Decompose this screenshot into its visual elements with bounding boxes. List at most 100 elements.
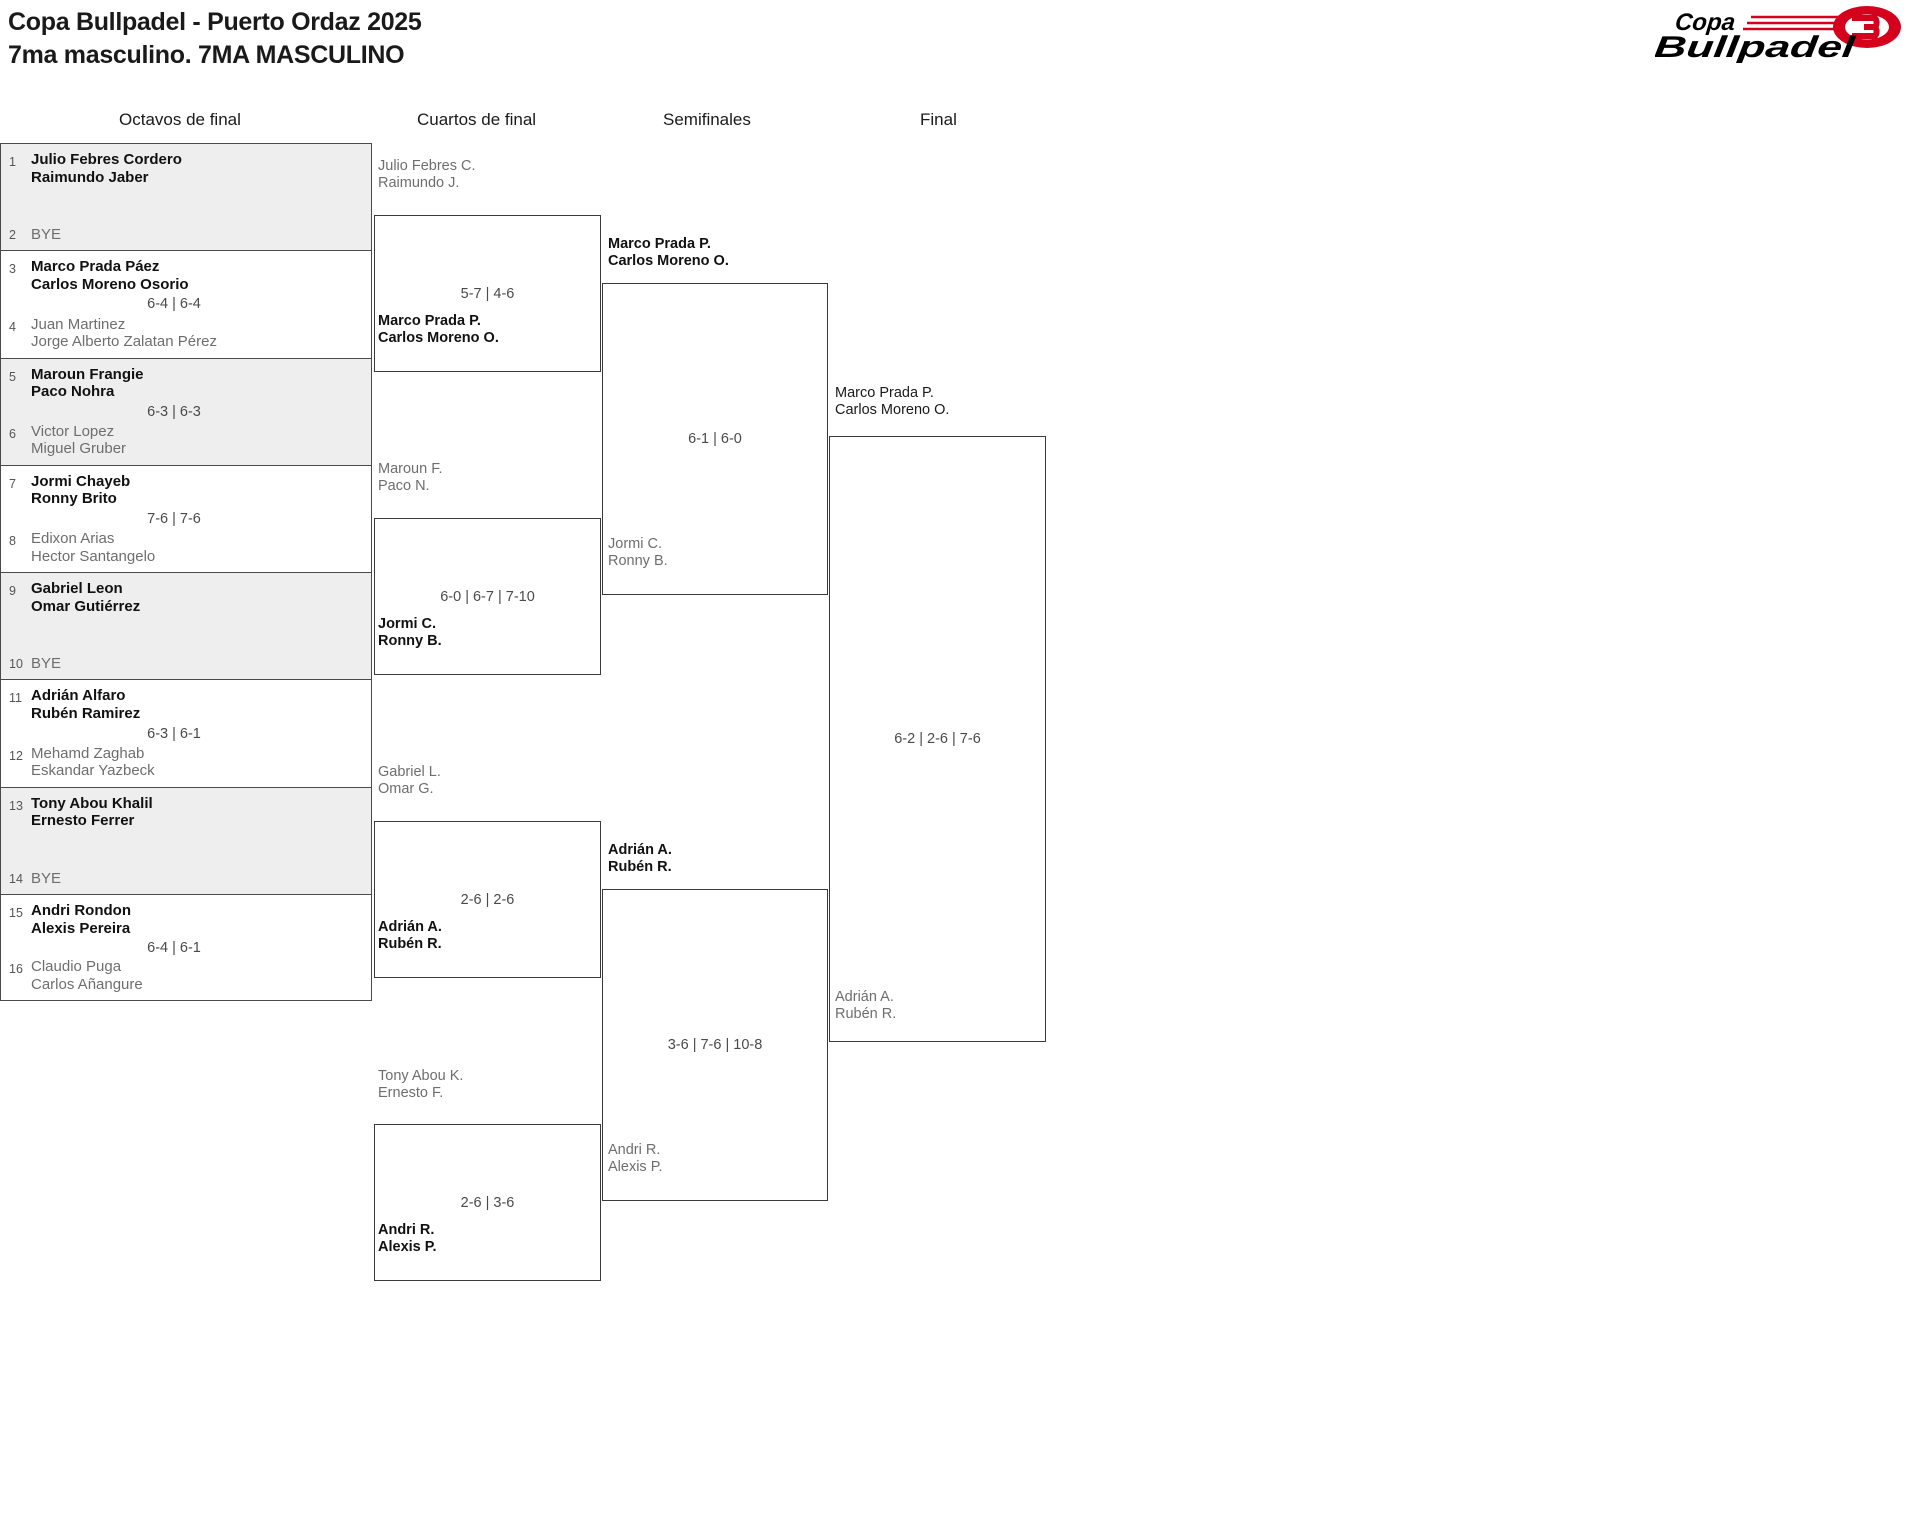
player-1: Andri Rondon: [31, 902, 131, 920]
team-slot-bottom[interactable]: 10 BYE: [9, 653, 365, 673]
player-2: Ernesto Ferrer: [31, 812, 135, 830]
sf-advancing-top: Marco Prada P. Carlos Moreno O.: [608, 236, 729, 271]
qf-advancing-bottom: Marco Prada P. Carlos Moreno O.: [378, 313, 499, 348]
seed-number: 16: [9, 962, 23, 977]
player-2: Omar Gutiérrez: [31, 597, 141, 615]
category-title: 7ma masculino. 7MA MASCULINO: [8, 41, 405, 69]
match-row[interactable]: 9 Gabriel Leon Omar Gutiérrez 10 BYE: [0, 572, 372, 680]
qf-advancing-top: Gabriel L. Omar G.: [378, 764, 441, 799]
match-box-quarterfinal[interactable]: 6-0 | 6-7 | 7-10: [374, 518, 601, 675]
team-slot-top[interactable]: 1 Julio Febres Cordero Raimundo Jaber: [9, 151, 365, 186]
seed-number: 7: [9, 476, 16, 491]
qf-advancing-top: Julio Febres C. Raimundo J.: [378, 158, 476, 193]
team-slot-bottom[interactable]: 12 Mehamd Zaghab Eskandar Yazbeck: [9, 745, 365, 780]
seed-number: 12: [9, 748, 23, 763]
player-2: Carlos Moreno O.: [835, 402, 950, 419]
team-slot-top[interactable]: 7 Jormi Chayeb Ronny Brito: [9, 473, 365, 508]
round-heading-final: Final: [920, 110, 957, 129]
round-heading-octavos: Octavos de final: [119, 110, 241, 129]
player-1: Edixon Arias: [31, 530, 115, 548]
player-1: Andri R.: [608, 1142, 661, 1158]
match-row[interactable]: 15 Andri Rondon Alexis Pereira 6-4 | 6-1…: [0, 894, 372, 1002]
team-slot-top[interactable]: 5 Maroun Frangie Paco Nohra: [9, 366, 365, 401]
player-1: Jormi C.: [608, 536, 662, 552]
match-score: 2-6 | 2-6: [460, 891, 515, 908]
team-names: Victor Lopez Miguel Gruber: [31, 423, 126, 458]
player-2: Alexis Pereira: [31, 919, 131, 937]
sf-advancing-bottom: Jormi C. Ronny B.: [608, 536, 668, 571]
seed-number: 2: [9, 227, 16, 242]
team-slot-top[interactable]: 11 Adrián Alfaro Rubén Ramirez: [9, 687, 365, 722]
player-1: Adrián A.: [608, 842, 672, 858]
qf-advancing-bottom: Andri R. Alexis P.: [378, 1222, 437, 1257]
tournament-title: Copa Bullpadel - Puerto Ordaz 2025: [8, 8, 422, 36]
match-box-semifinal[interactable]: 6-1 | 6-0: [602, 283, 828, 595]
match-score: 3-6 | 7-6 | 10-8: [667, 1037, 763, 1053]
team-slot-bottom[interactable]: 14 BYE: [9, 868, 365, 888]
player-2: Raimundo J.: [378, 175, 460, 192]
team-names: Claudio Puga Carlos Añangure: [31, 958, 143, 993]
match-box-quarterfinal[interactable]: 2-6 | 2-6: [374, 821, 601, 978]
player-1: BYE: [31, 225, 62, 243]
player-2: Hector Santangelo: [31, 547, 156, 565]
match-row[interactable]: 7 Jormi Chayeb Ronny Brito 7-6 | 7-6 8 E…: [0, 464, 372, 573]
player-1: Marco Prada P.: [378, 313, 481, 329]
qf-advancing-top: Maroun F. Paco N.: [378, 461, 442, 496]
team-slot-bottom[interactable]: 2 BYE: [9, 224, 365, 244]
player-2: Omar G.: [378, 781, 434, 798]
match-row[interactable]: 1 Julio Febres Cordero Raimundo Jaber 2 …: [0, 143, 372, 251]
team-slot-bottom[interactable]: 6 Victor Lopez Miguel Gruber: [9, 423, 365, 458]
team-slot-top[interactable]: 3 Marco Prada Páez Carlos Moreno Osorio: [9, 258, 365, 293]
seed-number: 14: [9, 871, 23, 886]
player-1: Julio Febres C.: [378, 158, 476, 174]
seed-number: 3: [9, 262, 16, 277]
team-slot-top[interactable]: 15 Andri Rondon Alexis Pereira: [9, 902, 365, 937]
svg-text:Copa: Copa: [1674, 9, 1737, 36]
player-2: Alexis P.: [378, 1239, 437, 1256]
match-box-final[interactable]: 6-2 | 2-6 | 7-6: [829, 436, 1046, 1042]
player-2: Ronny B.: [378, 633, 442, 650]
final-advancing-top: Marco Prada P. Carlos Moreno O.: [835, 385, 949, 420]
match-row[interactable]: 5 Maroun Frangie Paco Nohra 6-3 | 6-3 6 …: [0, 357, 372, 465]
match-row[interactable]: 11 Adrián Alfaro Rubén Ramirez 6-3 | 6-1…: [0, 679, 372, 787]
team-slot-bottom[interactable]: 4 Juan Martinez Jorge Alberto Zalatan Pé…: [9, 316, 365, 351]
player-2: Eskandar Yazbeck: [31, 762, 155, 780]
seed-number: 4: [9, 319, 16, 334]
team-slot-top[interactable]: 9 Gabriel Leon Omar Gutiérrez: [9, 580, 365, 615]
match-box-quarterfinal[interactable]: 2-6 | 3-6: [374, 1124, 601, 1281]
player-1: BYE: [31, 869, 62, 887]
seed-number: 10: [9, 656, 23, 671]
match-box-semifinal[interactable]: 3-6 | 7-6 | 10-8: [602, 889, 828, 1201]
player-1: BYE: [31, 654, 62, 672]
seed-number: 11: [9, 691, 22, 706]
player-1: Maroun Frangie: [31, 365, 144, 383]
player-1: Gabriel L.: [378, 764, 441, 780]
match-row[interactable]: 3 Marco Prada Páez Carlos Moreno Osorio …: [0, 250, 372, 358]
match-row[interactable]: 13 Tony Abou Khalil Ernesto Ferrer 14 BY…: [0, 786, 372, 895]
copa-bullpadel-logo: Copa Bullpadel: [1655, 5, 1905, 63]
match-score: 6-3 | 6-1: [147, 725, 201, 742]
player-2: Miguel Gruber: [31, 440, 127, 458]
seed-number: 8: [9, 534, 16, 549]
team-names: Adrián Alfaro Rubén Ramirez: [31, 687, 140, 722]
final-advancing-bottom: Adrián A. Rubén R.: [835, 989, 896, 1024]
round-heading-semifinales: Semifinales: [663, 110, 751, 129]
match-box-quarterfinal[interactable]: 5-7 | 4-6: [374, 215, 601, 372]
match-score: 5-7 | 4-6: [460, 285, 515, 302]
team-names: Gabriel Leon Omar Gutiérrez: [31, 580, 140, 615]
team-names: Mehamd Zaghab Eskandar Yazbeck: [31, 745, 155, 780]
player-1: Adrián A.: [378, 919, 442, 935]
player-2: Ernesto F.: [378, 1085, 444, 1102]
sf-advancing-top: Adrián A. Rubén R.: [608, 842, 672, 877]
match-score: 7-6 | 7-6: [147, 511, 201, 528]
team-names: BYE: [31, 653, 61, 673]
team-slot-bottom[interactable]: 8 Edixon Arias Hector Santangelo: [9, 530, 365, 565]
seed-number: 15: [9, 906, 23, 921]
team-slot-bottom[interactable]: 16 Claudio Puga Carlos Añangure: [9, 958, 365, 993]
player-2: Carlos Moreno O.: [378, 330, 499, 347]
player-1: Tony Abou Khalil: [31, 794, 153, 812]
match-score: 6-4 | 6-1: [147, 939, 201, 956]
round-octavos-column: 1 Julio Febres Cordero Raimundo Jaber 2 …: [0, 143, 372, 1002]
team-slot-top[interactable]: 13 Tony Abou Khalil Ernesto Ferrer: [9, 795, 365, 830]
